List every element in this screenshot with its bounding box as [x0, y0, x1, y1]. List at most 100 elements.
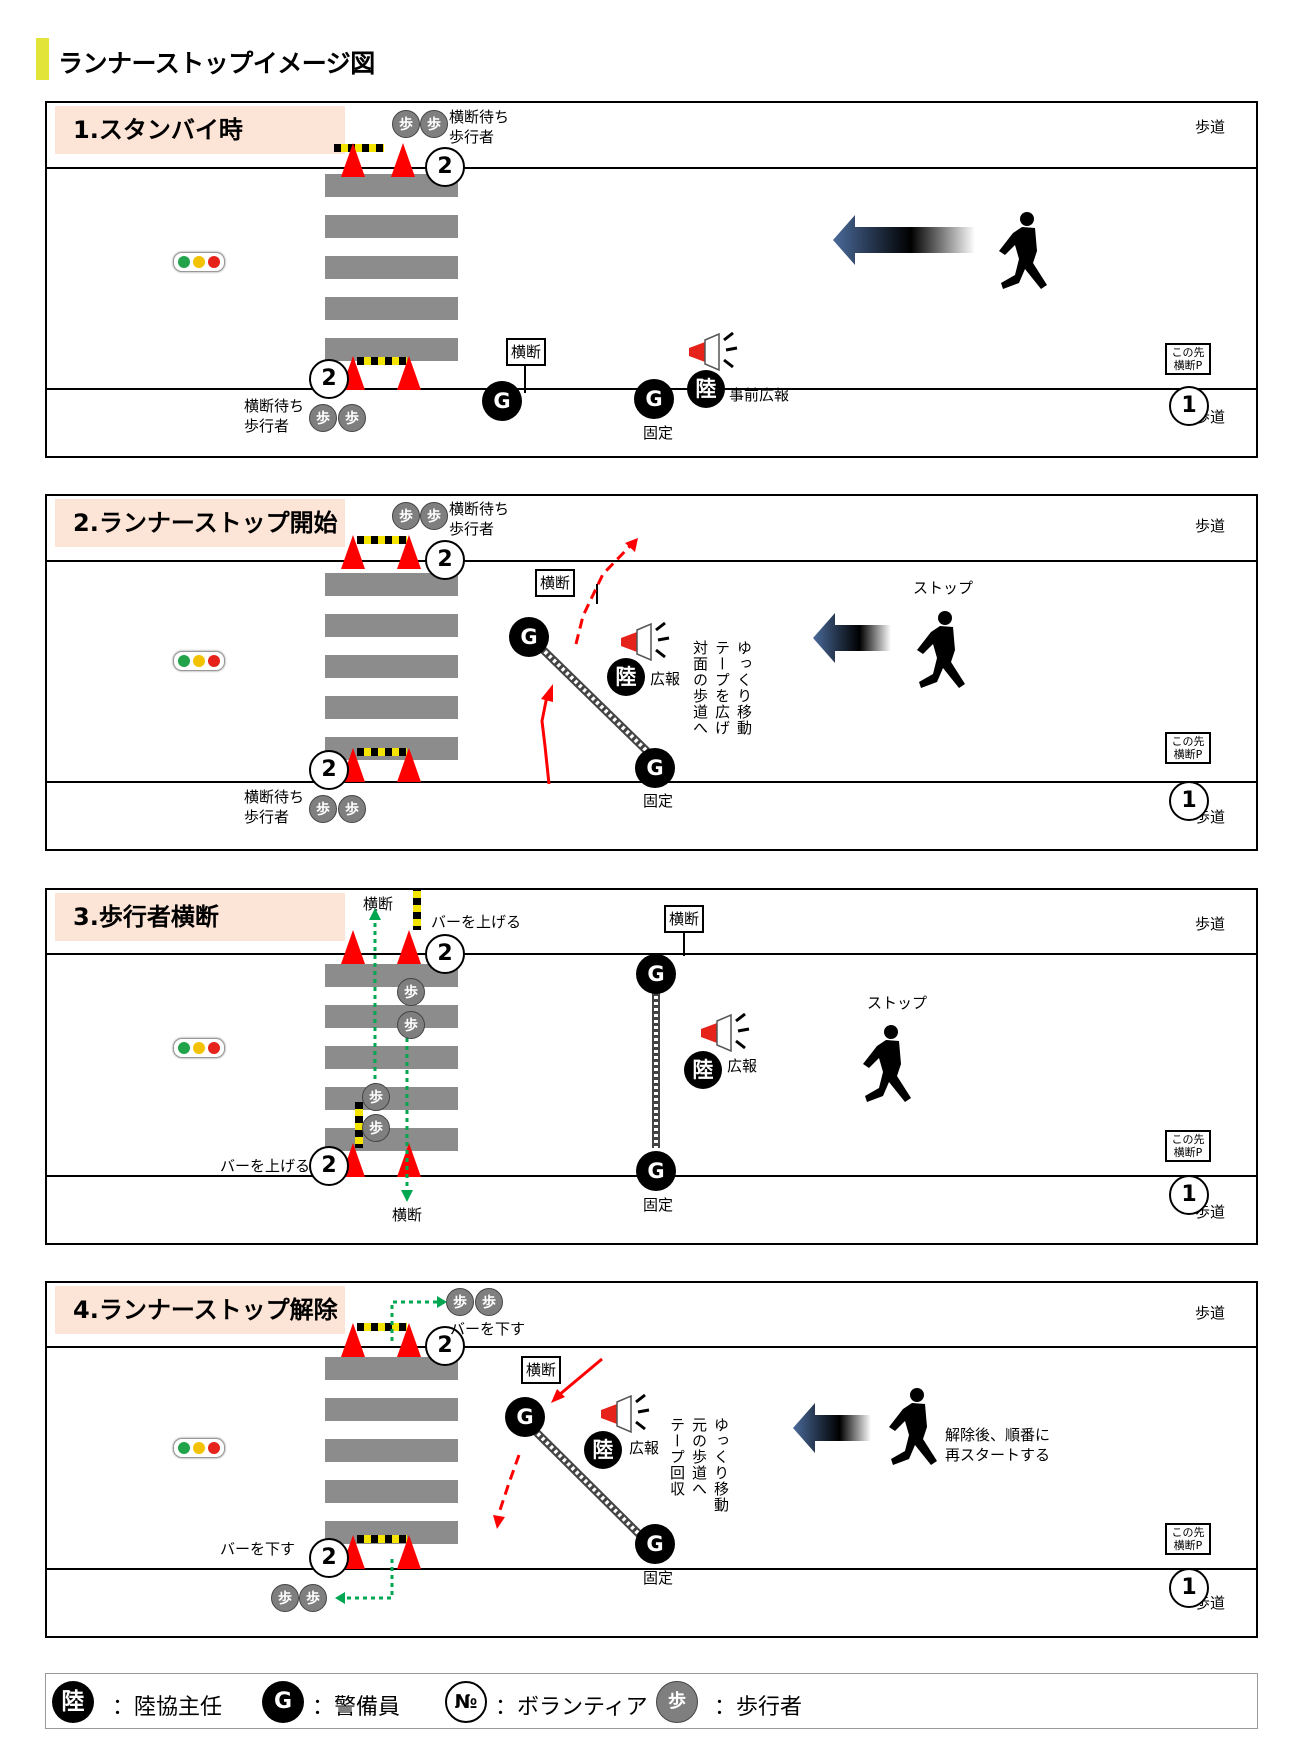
volunteer-1-icon: 1	[1169, 1568, 1209, 1608]
restart-label: 解除後、順番に再スタートする	[945, 1426, 1051, 1465]
crossing-sign: 横断	[535, 569, 576, 597]
cone-icon	[341, 535, 365, 569]
crossing-direction-label: 横断	[363, 895, 394, 913]
fixed-label: 固定	[643, 1569, 674, 1587]
crosswalk-stripe	[325, 1046, 458, 1069]
cone-icon	[341, 143, 365, 177]
crosswalk-stripe	[325, 964, 458, 987]
traffic-light-icon	[173, 1438, 225, 1458]
pedestrian-icon: 歩	[271, 1584, 299, 1612]
crossing-bar	[357, 536, 407, 544]
crosswalk-stripe	[325, 174, 458, 197]
raise-bar-label: バーを上げる	[220, 1157, 311, 1175]
volunteer-1-icon: 1	[1169, 781, 1209, 821]
crossing-sign: 横断	[664, 905, 705, 933]
runner-icon	[999, 212, 1047, 289]
runner-icon	[889, 1388, 937, 1465]
instruction-slow-move: ゆっくり移動	[735, 640, 753, 736]
pedestrian-icon: 歩	[420, 502, 448, 530]
cone-icon	[397, 930, 421, 964]
sidewalk-label-top: 歩道	[1195, 1304, 1226, 1322]
federation-officer-icon: 陸	[687, 370, 725, 408]
panel-title: 1.スタンバイ時	[55, 106, 345, 154]
pedestrian-icon: 歩	[397, 1011, 425, 1039]
megaphone-icon	[701, 1012, 750, 1053]
runner-direction-arrow	[813, 613, 891, 663]
panel-title: 2.ランナーストップ開始	[55, 499, 345, 547]
guard-icon: G	[636, 1151, 676, 1191]
sidewalk-label-top: 歩道	[1195, 118, 1226, 136]
instruction-return-sidewalk: 元の歩道へ	[690, 1417, 708, 1497]
instruction-opposite-sidewalk: 対面の歩道へ	[691, 640, 709, 736]
fixed-label: 固定	[643, 1196, 674, 1214]
pedestrian-icon: 歩	[338, 404, 366, 432]
waiting-pedestrian-label: 横断待ち歩行者	[449, 108, 510, 147]
pedestrian-icon: 歩	[420, 110, 448, 138]
crossing-ahead-sign: この先横断P	[1165, 343, 1211, 375]
cone-icon	[397, 1535, 421, 1569]
pedestrian-icon: 歩	[338, 795, 366, 823]
crosswalk-stripe	[325, 1005, 458, 1028]
crosswalk-stripe	[325, 256, 458, 279]
waiting-pedestrian-label: 横断待ち歩行者	[449, 500, 510, 539]
volunteer-2-icon: 2	[425, 1326, 465, 1366]
traffic-light-icon	[173, 1038, 225, 1058]
volunteer-2-icon: 2	[309, 359, 349, 399]
crossing-sign: 横断	[521, 1356, 562, 1384]
cone-icon	[341, 930, 365, 964]
exit-paths	[335, 1296, 447, 1604]
megaphone-icon	[689, 331, 738, 372]
guard-icon: G	[634, 379, 674, 419]
cone-icon	[397, 1143, 421, 1177]
cone-icon	[397, 535, 421, 569]
volunteer-2-icon: 2	[425, 934, 465, 974]
crosswalk-stripe	[325, 655, 458, 678]
pedestrian-icon: 歩	[362, 1083, 390, 1111]
fixed-label: 固定	[643, 792, 674, 810]
crossing-ahead-sign: この先横断P	[1165, 1523, 1211, 1555]
runner-direction-arrow	[793, 1403, 871, 1453]
crosswalk-stripe	[325, 215, 458, 238]
crossing-direction-label: 横断	[392, 1206, 423, 1224]
cone-icon	[341, 1323, 365, 1357]
crossing-bar	[357, 1535, 407, 1543]
pedestrian-icon: 歩	[309, 795, 337, 823]
runner-icon	[917, 611, 965, 688]
instruction-slow-move: ゆっくり移動	[712, 1417, 730, 1513]
broadcast-label: 広報	[650, 670, 681, 688]
federation-officer-icon: 陸	[584, 1431, 622, 1469]
guard-icon: G	[262, 1681, 304, 1723]
pedestrian-icon: 歩	[392, 502, 420, 530]
volunteer-2-icon: 2	[425, 147, 465, 187]
federation-officer-icon: 陸	[52, 1681, 94, 1723]
guard-icon: G	[482, 381, 522, 421]
pre-broadcast-label: 事前広報	[729, 386, 790, 404]
instruction-spread-tape: テープを広げ	[713, 640, 731, 736]
volunteer-2-icon: 2	[309, 1538, 349, 1578]
pedestrian-icon: 歩	[362, 1114, 390, 1142]
federation-officer-icon: 陸	[684, 1051, 722, 1089]
cone-icon	[397, 748, 421, 782]
panel-stop-release: 4.ランナーストップ解除 歩道 歩道 2 バーを下す 歩 歩 2 バーを下す 歩…	[45, 1281, 1258, 1638]
pedestrian-icon: 歩	[309, 404, 337, 432]
pedestrian-icon: 歩	[475, 1288, 503, 1316]
sidewalk-label-top: 歩道	[1195, 915, 1226, 933]
panel-stop-start: 2.ランナーストップ開始 歩道 歩道 2 歩 歩 横断待ち歩行者 2 横断待ち歩…	[45, 494, 1258, 851]
crosswalk-stripe	[325, 1398, 458, 1421]
crosswalk-stripe	[325, 338, 458, 361]
cone-icon	[397, 1323, 421, 1357]
crosswalk-stripe	[325, 696, 458, 719]
raised-bar	[413, 890, 421, 930]
volunteer-2-icon: 2	[309, 1146, 349, 1186]
crossing-ahead-sign: この先横断P	[1165, 732, 1211, 764]
panel-title: 3.歩行者横断	[55, 893, 345, 941]
volunteer-icon: №	[445, 1681, 487, 1723]
runner-direction-arrow	[833, 215, 975, 265]
federation-officer-icon: 陸	[607, 658, 645, 696]
megaphone-icon	[601, 1393, 650, 1434]
waiting-pedestrian-label: 横断待ち歩行者	[244, 788, 305, 827]
crosswalk-stripe	[325, 1439, 458, 1462]
cone-icon	[391, 143, 415, 177]
crosswalk-stripe	[325, 1480, 458, 1503]
guard-icon: G	[505, 1397, 545, 1437]
